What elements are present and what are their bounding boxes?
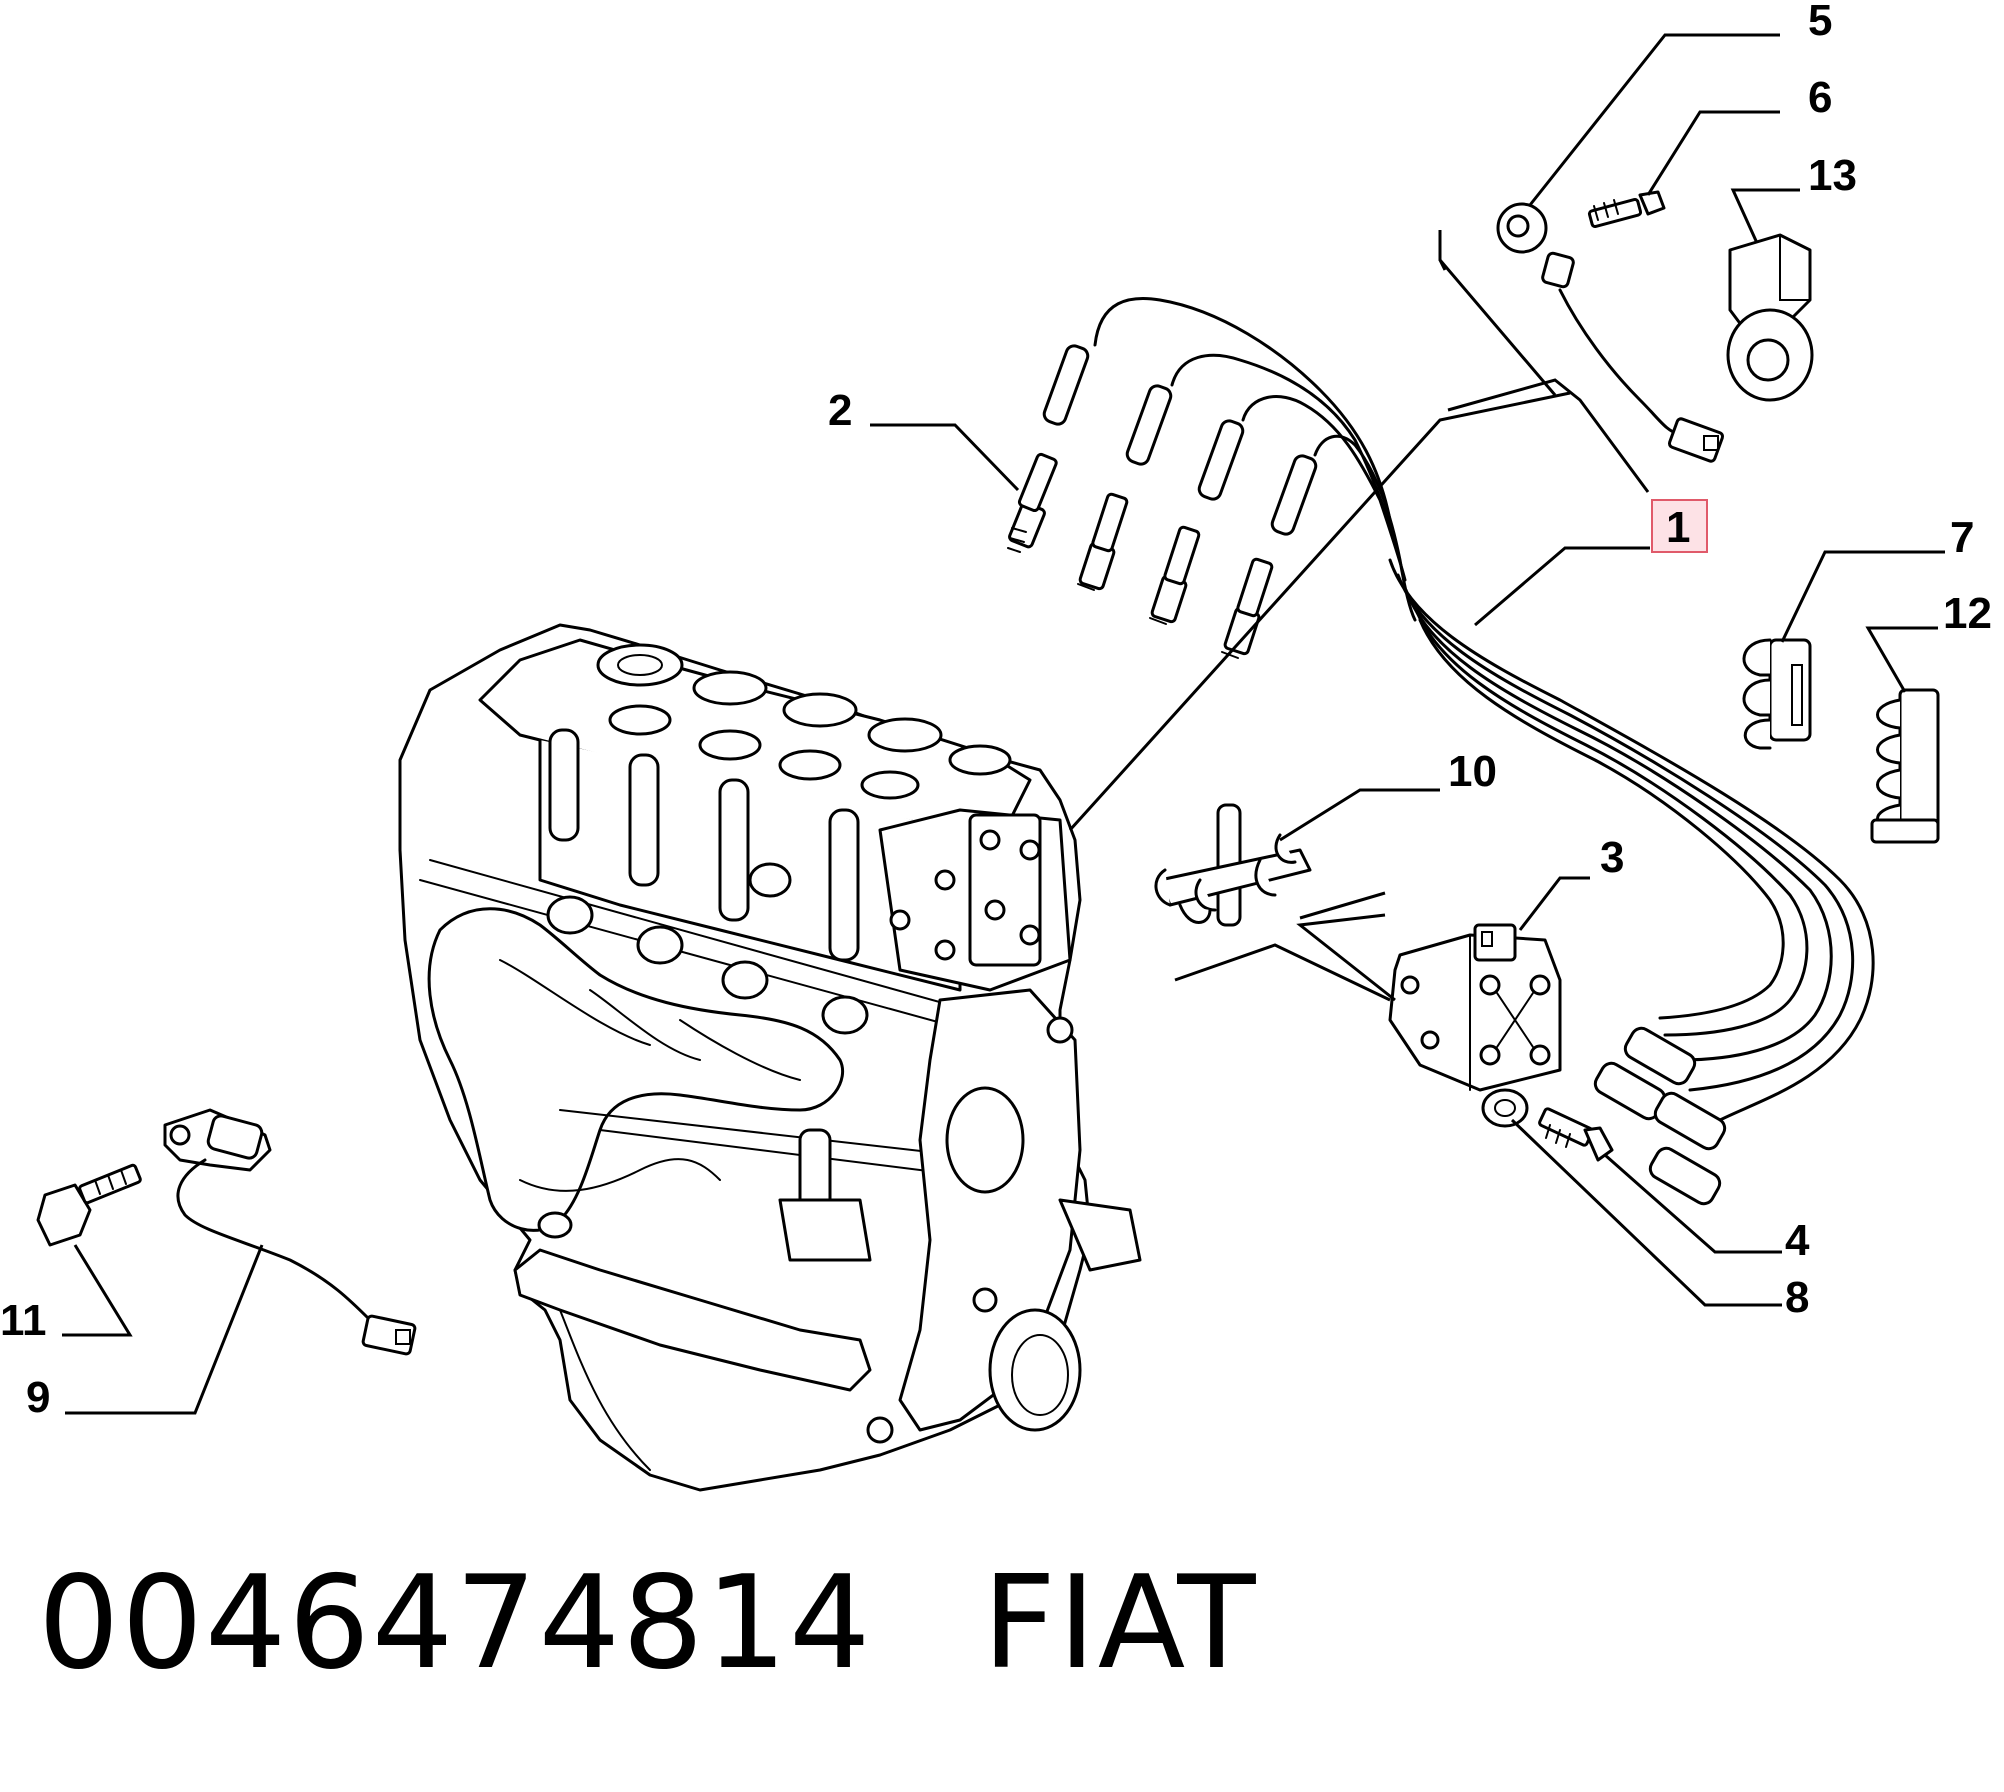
cable-clip	[1742, 638, 1812, 750]
washer	[1481, 1088, 1529, 1128]
rpm-sensor	[163, 1108, 417, 1356]
spark-plugs	[1007, 452, 1274, 659]
callout-3[interactable]: 3	[1600, 833, 1624, 882]
callout-13[interactable]: 13	[1808, 151, 1857, 200]
ignition-cable-set	[1042, 296, 1875, 1206]
sensor	[1726, 233, 1814, 402]
callout-10[interactable]: 10	[1448, 747, 1497, 796]
brand-name: FIAT	[982, 1549, 1258, 1698]
ignition-coil	[1388, 923, 1562, 1092]
callout-8[interactable]: 8	[1785, 1273, 1809, 1322]
knock-sensor	[1496, 202, 1725, 463]
callout-2[interactable]: 2	[828, 386, 852, 435]
callout-7[interactable]: 7	[1950, 513, 1974, 562]
spark-plug	[1149, 525, 1201, 625]
spark-plug	[1007, 452, 1058, 553]
leader-lines	[62, 33, 1945, 1415]
callout-6[interactable]: 6	[1808, 73, 1832, 122]
callout-1-highlight	[1651, 499, 1708, 553]
spark-plug	[1221, 557, 1274, 659]
callout-9[interactable]: 9	[26, 1373, 50, 1422]
callout-5[interactable]: 5	[1808, 0, 1832, 45]
comb-clip	[1870, 688, 1940, 844]
part-number: 0046474814	[38, 1549, 873, 1698]
bolt	[1587, 190, 1666, 229]
callout-labels: 1 2 3 4 5 6 7 8 9 10 11 12 13	[0, 0, 1992, 1422]
screw	[1538, 1107, 1614, 1162]
engine-block	[398, 623, 1142, 1492]
callout-11[interactable]: 11	[0, 1296, 47, 1345]
callout-1[interactable]: 1	[1666, 503, 1690, 552]
cable-bracket	[1154, 803, 1312, 927]
spark-plug	[1077, 492, 1129, 591]
callout-4[interactable]: 4	[1785, 1216, 1810, 1265]
sensor-bolt	[36, 1163, 142, 1247]
callout-12[interactable]: 12	[1943, 589, 1992, 638]
